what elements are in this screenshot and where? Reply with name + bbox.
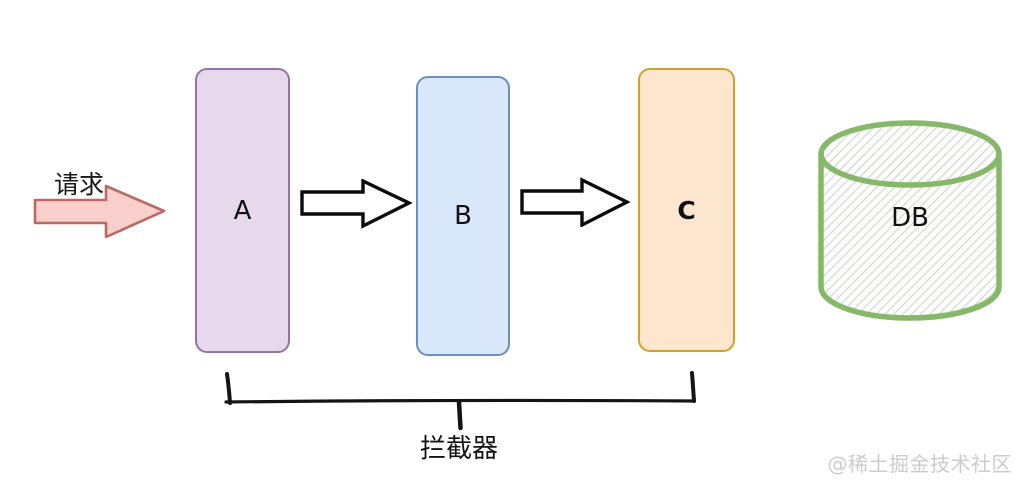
db-cylinder-icon: [818, 120, 1002, 321]
request-label: 请求: [54, 170, 105, 199]
arrow-icon-a-to-b: [300, 179, 412, 229]
request-arrow-icon: [33, 184, 166, 239]
node-a: A: [195, 68, 290, 353]
db-label: DB: [891, 203, 929, 233]
arrow-icon-b-to-c: [520, 177, 630, 227]
interceptor-label: 拦截器: [419, 434, 498, 464]
node-b-label: B: [454, 201, 472, 231]
interceptor-bracket: [224, 371, 696, 431]
node-c-label: C: [677, 195, 696, 225]
watermark: @稀土掘金技术社区: [827, 452, 1012, 476]
node-a-label: A: [233, 195, 252, 226]
node-b: B: [416, 76, 510, 356]
node-c: C: [638, 68, 735, 352]
